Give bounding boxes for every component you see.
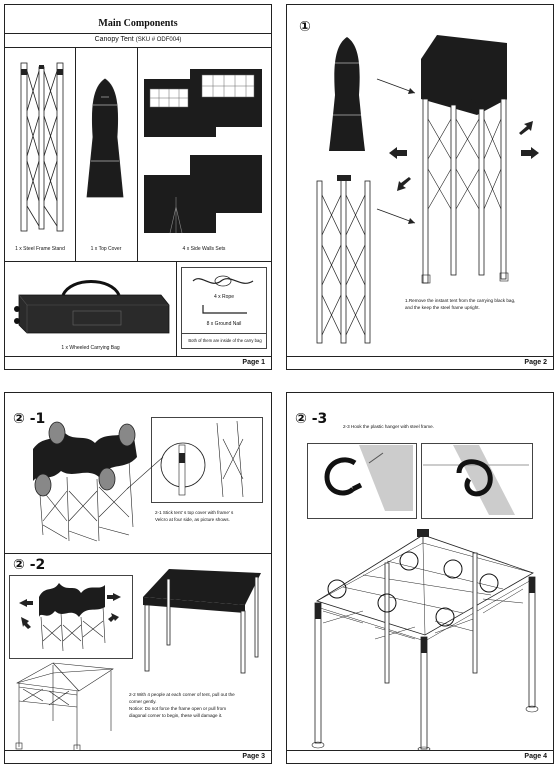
opened-tent-illustration <box>143 569 261 674</box>
cover-caption: 1 x Top Cover <box>90 246 122 252</box>
step-number: ② -1 <box>13 411 46 427</box>
push-right-arrow-icon <box>521 147 539 159</box>
page-subtitle: Canopy Tent (SKU # ODF004) <box>94 36 182 43</box>
frame-caption: 1 x Steel Frame Stand <box>15 246 65 252</box>
top-cover-illustration <box>329 37 365 151</box>
plastic-hanger-detail-illustration <box>324 445 413 511</box>
cover-velcro-illustration <box>33 421 137 542</box>
step-number: ② -2 <box>13 557 46 573</box>
push-left-arrow-icon <box>389 147 407 159</box>
manual-page-4: ② -3 2-3 Hook the plastic hanger with st… <box>286 392 554 764</box>
manual-page-2: ① <box>286 4 554 370</box>
step-instructions: 1.Remove the instant tent from the carry… <box>405 298 516 310</box>
step-2-1-instructions: 2-1 Stick tent' s top cover with frame' … <box>155 510 234 522</box>
top-cover-illustration <box>86 78 124 198</box>
hanger-attached-detail-illustration <box>423 445 529 515</box>
folded-frame-illustration <box>20 62 64 232</box>
push-down-left-arrow-icon <box>397 177 411 191</box>
rope-caption: 4 x Rope <box>213 294 234 300</box>
pointer-line <box>126 456 164 490</box>
push-up-right-arrow-icon <box>519 121 533 135</box>
pull-corners-illustration <box>19 583 121 652</box>
step-2-2-instructions: 2-2 With 4 people at each corner of tent… <box>129 692 235 718</box>
arrow-icon <box>376 208 416 224</box>
page-number: Page 1 <box>5 356 271 369</box>
expanded-frame-with-cover-illustration <box>421 35 509 284</box>
canopy-frame-with-hangers-illustration <box>311 529 539 751</box>
manual-page-3: ② -1 2-1 Stick tent' s top cover with fr… <box>4 392 272 764</box>
arrow-icon <box>376 78 416 94</box>
page-title: Main Components <box>98 18 178 29</box>
bag-caption: 1 x Wheeled Carrying Bag <box>61 345 120 351</box>
nail-caption: 8 x Ground Nail <box>206 321 242 327</box>
side-walls-illustration <box>144 69 262 234</box>
manual-page-1: Main Components Canopy Tent (SKU # ODF00… <box>4 4 272 370</box>
ground-nail-illustration <box>202 305 247 314</box>
page-number: Page 3 <box>5 750 271 763</box>
page-number: Page 4 <box>287 750 553 763</box>
walls-caption: 4 x Side Walls Sets <box>182 246 226 252</box>
velcro-detail-illustration <box>160 420 244 498</box>
carrying-bag-illustration <box>14 280 170 334</box>
inside-bag-caption: Both of them are inside of the carry bag <box>188 338 262 343</box>
page-number: Page 2 <box>287 356 553 369</box>
folded-frame-illustration <box>316 175 371 344</box>
rope-illustration <box>192 275 254 287</box>
step-number: ① <box>299 19 311 35</box>
step-number: ② -3 <box>295 411 328 427</box>
expanded-frame-illustration <box>15 662 114 751</box>
step-2-3-instructions: 2-3 Hook the plastic hanger with steel f… <box>343 424 434 429</box>
